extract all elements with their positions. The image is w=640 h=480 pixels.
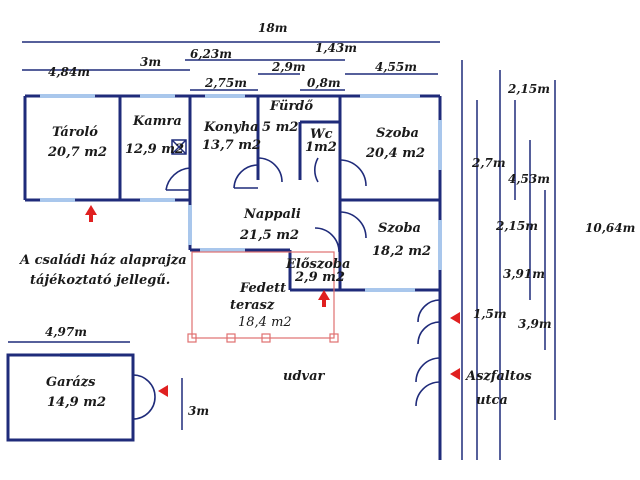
room-konyha-area: 13,7 m2 xyxy=(202,138,261,153)
entrance-arrows xyxy=(85,205,460,397)
label-street-1: Aszfaltos xyxy=(464,369,532,384)
dim-r6: 3,91m xyxy=(503,267,545,281)
arrow-left-icon xyxy=(450,368,460,380)
dim-konyha: 2,75m xyxy=(204,76,247,90)
room-wc-area: 1m2 xyxy=(305,140,337,155)
room-eloszoba-area: 2,9 m2 xyxy=(294,270,345,285)
arrow-up-icon xyxy=(318,290,330,300)
doors xyxy=(132,157,441,420)
pantry-box xyxy=(171,139,187,155)
dim-r3: 4,53m xyxy=(508,172,550,186)
arrow-left-icon xyxy=(450,312,460,324)
dimension-lines-right xyxy=(461,60,556,460)
dim-furdo-span: 2,9m xyxy=(271,60,306,74)
label-street-2: utca xyxy=(476,393,508,408)
dimension-lines-garage xyxy=(8,341,183,430)
dim-r2: 2,7m xyxy=(471,156,506,170)
dim-r8: 3,9m xyxy=(518,317,552,331)
dim-total-width: 18m xyxy=(258,21,287,35)
terrace-label-1: Fedett xyxy=(239,281,286,296)
room-wc-name: Wc xyxy=(310,127,333,142)
room-nappali-name: Nappali xyxy=(243,207,301,222)
room-garazs-area: 14,9 m2 xyxy=(47,395,106,410)
note-line-2: tájékoztató jellegű. xyxy=(30,273,170,288)
terrace-label-2: terasz xyxy=(230,298,275,313)
arrow-left-icon xyxy=(158,385,168,397)
room-eloszoba-name: Előszoba xyxy=(285,257,350,272)
room-tarolo-area: 20,7 m2 xyxy=(47,145,107,160)
arrow-up-icon xyxy=(85,205,97,215)
dim-konyha-top: 6,23m xyxy=(190,47,232,61)
dim-r5: 10,64m xyxy=(585,221,635,235)
room-konyha-name: Konyha xyxy=(203,120,259,135)
room-kamra-name: Kamra xyxy=(132,114,182,129)
room-nappali-area: 21,5 m2 xyxy=(239,228,299,243)
dim-furdo: 1,43m xyxy=(315,41,357,55)
room-szoba1-area: 20,4 m2 xyxy=(365,146,425,161)
garage xyxy=(6,353,135,442)
dim-kamra: 3m xyxy=(140,55,161,69)
dim-szoba: 4,55m xyxy=(375,60,417,74)
room-szoba2-area: 18,2 m2 xyxy=(372,244,431,259)
room-kamra-area: 12,9 m2 xyxy=(125,142,184,157)
room-furdo-area: 5 m2 xyxy=(262,120,298,135)
dim-r1: 2,15m xyxy=(507,82,550,96)
room-tarolo-name: Tároló xyxy=(52,125,98,140)
dim-r7: 1,5m xyxy=(473,307,507,321)
dim-tarolo: 4,84m xyxy=(48,65,90,79)
room-szoba2-name: Szoba xyxy=(378,221,421,236)
room-szoba1-name: Szoba xyxy=(376,126,419,141)
dim-wc: 0,8m xyxy=(307,76,341,90)
dim-garage-width: 4,97m xyxy=(45,325,87,339)
terrace xyxy=(187,251,339,343)
room-garazs-name: Garázs xyxy=(46,375,96,390)
note-line-1: A családi ház alaprajza xyxy=(18,253,187,268)
dimension-lines-top xyxy=(22,41,440,91)
room-furdo-name: Fürdő xyxy=(269,99,313,114)
dim-garage-height: 3m xyxy=(188,404,209,418)
label-udvar: udvar xyxy=(283,369,326,384)
terrace-area: 18,4 m2 xyxy=(238,315,292,330)
dim-r4: 2,15m xyxy=(495,219,538,233)
